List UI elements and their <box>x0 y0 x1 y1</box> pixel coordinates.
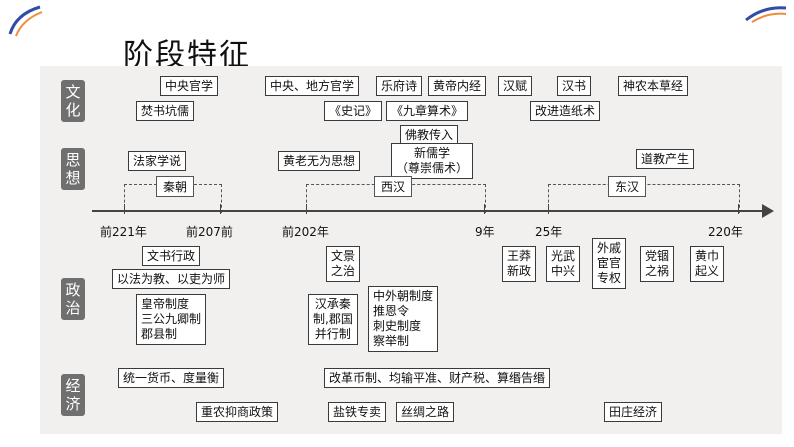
culture-gaijin-zaozhi: 改进造纸术 <box>530 101 601 121</box>
politics-han-reforms: 中外朝制度 推恩令 刺史制度 察举制 <box>368 286 439 352</box>
politics-wenshu-xingzheng: 文书行政 <box>142 246 201 266</box>
tick-5 <box>548 204 549 214</box>
era-western-han: 西汉 <box>374 176 413 197</box>
politics-waiqi-huanguan: 外戚 宦官 专权 <box>592 238 627 289</box>
thought-fajia-xueshuo: 法家学说 <box>128 151 187 171</box>
thought-daojiao-chansheng: 道教产生 <box>636 149 695 169</box>
culture-yuefu-shi: 乐府诗 <box>376 76 423 96</box>
economy-gaige-bizhi: 改革币制、均输平准、财产税、算缗告缗 <box>324 368 551 388</box>
economy-yantie-zhuanmai: 盐铁专卖 <box>328 402 387 422</box>
tick-4 <box>484 204 485 214</box>
tick-1 <box>124 204 125 214</box>
era-eastern-han: 东汉 <box>608 176 647 197</box>
culture-shiji: 《史记》 <box>324 101 383 121</box>
side-label-culture: 文化 <box>61 80 85 122</box>
economy-tianzhuang-jingji: 田庄经济 <box>604 402 663 422</box>
politics-yifa-weijiao: 以法为教、以吏为师 <box>112 269 231 289</box>
economy-tongyi-huobi: 统一货币、度量衡 <box>118 368 225 388</box>
culture-shennong-bencao-jing: 神农本草经 <box>618 76 689 96</box>
culture-jiuzhang-suanshu: 《九章算术》 <box>386 101 469 121</box>
timeline-axis <box>92 210 764 212</box>
corner-swoosh-left-icon <box>8 5 43 37</box>
corner-swoosh-right-icon <box>745 6 787 23</box>
tick-3 <box>306 204 307 214</box>
politics-wenjing-zhizhi: 文景 之治 <box>326 246 361 282</box>
culture-fojiao-chuanru: 佛教传入 <box>400 125 459 145</box>
year-label: 前221年 <box>100 225 147 239</box>
thought-huanglao-wuwei: 黄老无为思想 <box>278 151 361 171</box>
year-label: 前202年 <box>282 225 329 239</box>
year-label: 前207前 <box>186 225 233 239</box>
year-label: 220年 <box>708 225 743 239</box>
year-label: 9年 <box>475 225 495 239</box>
year-label: 25年 <box>535 225 563 239</box>
politics-han-junguo: 汉承秦 制,郡国 并行制 <box>308 294 358 345</box>
era-qin: 秦朝 <box>156 176 195 197</box>
politics-wangmang-xinzheng: 王莽 新政 <box>502 246 537 282</box>
economy-zhongnong-yishang: 重农抑商政策 <box>196 402 279 422</box>
culture-han-shu: 汉书 <box>557 76 592 96</box>
culture-zhongyang-difang-guanxue: 中央、地方官学 <box>265 76 360 96</box>
tick-2 <box>220 204 221 214</box>
side-label-politics: 政治 <box>61 278 85 320</box>
side-label-economy: 经济 <box>61 374 85 416</box>
side-label-thought: 思想 <box>61 148 85 190</box>
politics-danggu-zhihuo: 党锢 之祸 <box>640 246 675 282</box>
politics-huangjin-qiyi: 黄巾 起义 <box>690 246 725 282</box>
culture-zhongyang-guanxue: 中央官学 <box>160 76 219 96</box>
culture-huangdi-neijing: 黄帝内经 <box>428 76 487 96</box>
culture-han-fu: 汉赋 <box>498 76 533 96</box>
thought-xin-ruxue: 新儒学 （尊崇儒术） <box>391 143 474 179</box>
economy-sichou-zhilu: 丝绸之路 <box>396 402 455 422</box>
politics-guangwu-zhongxing: 光武 中兴 <box>546 246 581 282</box>
tick-6 <box>738 204 739 214</box>
timeline-arrow-icon <box>762 204 774 218</box>
politics-qin-system: 皇帝制度 三公九卿制 郡县制 <box>136 294 207 345</box>
culture-fenshu-kengru: 焚书坑儒 <box>136 101 195 121</box>
